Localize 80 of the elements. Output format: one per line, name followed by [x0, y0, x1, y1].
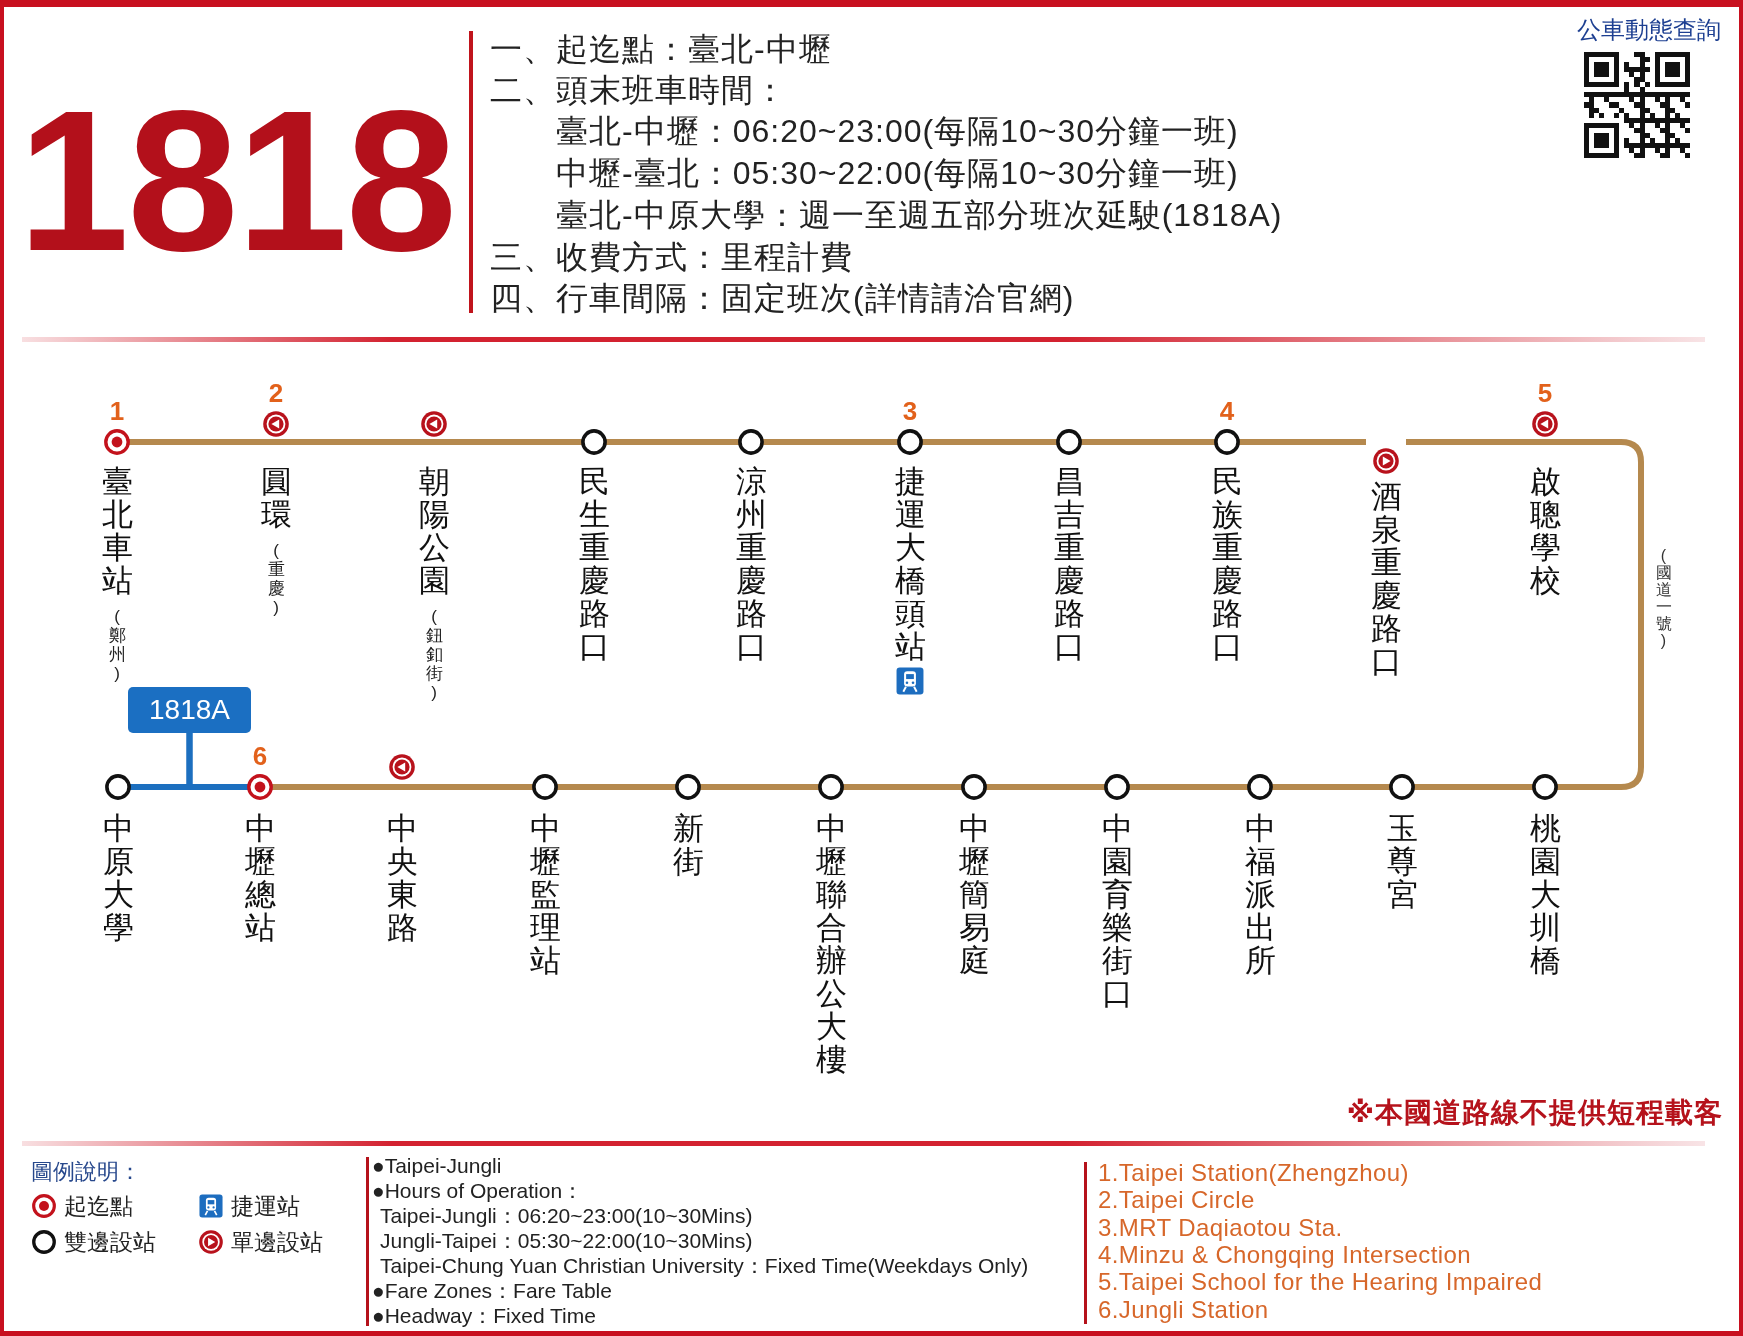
stop-name: 涼州重慶路口	[734, 465, 768, 663]
legend-label: 捷運站	[231, 1192, 300, 1221]
route-tag: 1818A	[128, 687, 251, 733]
info-text: 中壢-臺北：05:30~22:00(每隔10~30分鐘一班)	[556, 154, 1239, 193]
stop-name: 捷運大橋頭站	[893, 465, 927, 663]
route-line	[1422, 784, 1525, 790]
stop-list-item: 6.Jungli Station	[1098, 1296, 1269, 1324]
stop-name: 臺北車站	[100, 465, 134, 597]
info-text: Jungli-Taipei：05:30~22:00(10~30Mins)	[380, 1228, 753, 1253]
route-line	[296, 439, 414, 445]
stop-name: 啟聰學校	[1528, 465, 1562, 597]
legend-title: 圖例說明：	[31, 1158, 141, 1186]
stop-name: 民生重慶路口	[577, 465, 611, 663]
route-line	[994, 784, 1097, 790]
stop-name: 新街	[671, 812, 705, 878]
stop-name: 中壢簡易庭	[957, 812, 991, 977]
info-text: 四、行車間隔：固定班次(詳情請洽官網)	[490, 279, 1075, 318]
stop-name: 中原大學	[101, 812, 135, 944]
info-text: 三、收費方式：里程計費	[490, 238, 853, 277]
stop-name: 民族重慶路口	[1210, 465, 1244, 663]
callout-number: 5	[1537, 380, 1553, 406]
stop-name: 中壢聯合辦公大樓	[814, 812, 848, 1076]
route-line	[280, 784, 382, 790]
qr-caption: 公車動態查詢	[1577, 16, 1721, 44]
info-text: 一、起迄點：臺北-中壢	[490, 30, 832, 69]
route-line	[708, 784, 811, 790]
route-line	[422, 784, 525, 790]
stop-list-item: 2.Taipei Circle	[1098, 1186, 1255, 1214]
stop-note: (鈕釦街)	[424, 607, 444, 702]
stop-name: 桃園大圳橋	[1528, 812, 1562, 977]
stop-name: 玉尊宮	[1385, 812, 1419, 911]
callout-number: 1	[109, 398, 125, 424]
stop-name: 酒泉重慶路口	[1369, 480, 1403, 678]
info-text: ●Hours of Operation：	[372, 1178, 584, 1203]
route-line	[454, 439, 574, 445]
stop-name: 中園育樂街口	[1100, 812, 1134, 1010]
callout-number: 6	[252, 743, 268, 769]
route-line	[138, 733, 193, 790]
route-line	[1280, 784, 1382, 790]
info-text: Taipei-Chung Yuan Christian University：Fixed Time(Weekdays Only)	[380, 1253, 1029, 1278]
info-text: ●Fare Zones：Fare Table	[372, 1278, 612, 1303]
stop-name: 中福派出所	[1243, 812, 1277, 977]
route-line	[614, 439, 731, 445]
route-line	[137, 439, 256, 445]
stop-name: 朝陽公園	[417, 465, 451, 597]
legend-label: 雙邊設站	[64, 1228, 156, 1257]
stop-name: 圓環	[259, 465, 293, 531]
callout-number: 2	[268, 380, 284, 406]
stop-list-item: 1.Taipei Station(Zhengzhou)	[1098, 1159, 1409, 1187]
stop-name: 中壢總站	[243, 812, 277, 944]
stop-name: 中央東路	[385, 812, 419, 944]
info-text: Taipei-Jungli：06:20~23:00(10~30Mins)	[380, 1203, 753, 1228]
info-text: ●Headway：Fixed Time	[372, 1303, 596, 1328]
info-text: 臺北-中壢：06:20~23:00(每隔10~30分鐘一班)	[556, 112, 1239, 151]
legend-label: 單邊設站	[231, 1228, 323, 1257]
notice-text: ※本國道路線不提供短程載客	[1346, 1097, 1723, 1129]
route-line	[851, 784, 954, 790]
route-line	[1565, 439, 1644, 790]
info-text: 二、頭末班車時間：	[490, 71, 787, 110]
edge-label: (國道一號)	[1654, 546, 1673, 649]
stop-note: (重慶)	[266, 541, 286, 617]
route-line	[771, 439, 890, 445]
stop-note: (鄭州)	[107, 607, 127, 683]
route-line	[1089, 439, 1207, 445]
legend-label: 起迄點	[64, 1192, 133, 1221]
info-text: 臺北-中原大學：週一至週五部分班次延駛(1818A)	[556, 196, 1283, 235]
info-text: ●Taipei-Jungli	[372, 1153, 502, 1178]
route-line	[1247, 439, 1366, 445]
route-line	[565, 784, 668, 790]
stop-list-item: 4.Minzu & Chongqing Intersection	[1098, 1241, 1471, 1269]
route-line	[930, 439, 1049, 445]
stop-name: 昌吉重慶路口	[1052, 465, 1086, 663]
stop-list-item: 5.Taipei School for the Hearing Impaired	[1098, 1268, 1543, 1296]
route-line	[1406, 439, 1525, 445]
callout-number: 4	[1219, 398, 1235, 424]
route-line	[1137, 784, 1240, 790]
route-number: 1818	[18, 81, 455, 281]
stop-name: 中壢監理站	[528, 812, 562, 977]
stop-list-item: 3.MRT Daqiaotou Sta.	[1098, 1214, 1343, 1242]
callout-number: 3	[902, 398, 918, 424]
